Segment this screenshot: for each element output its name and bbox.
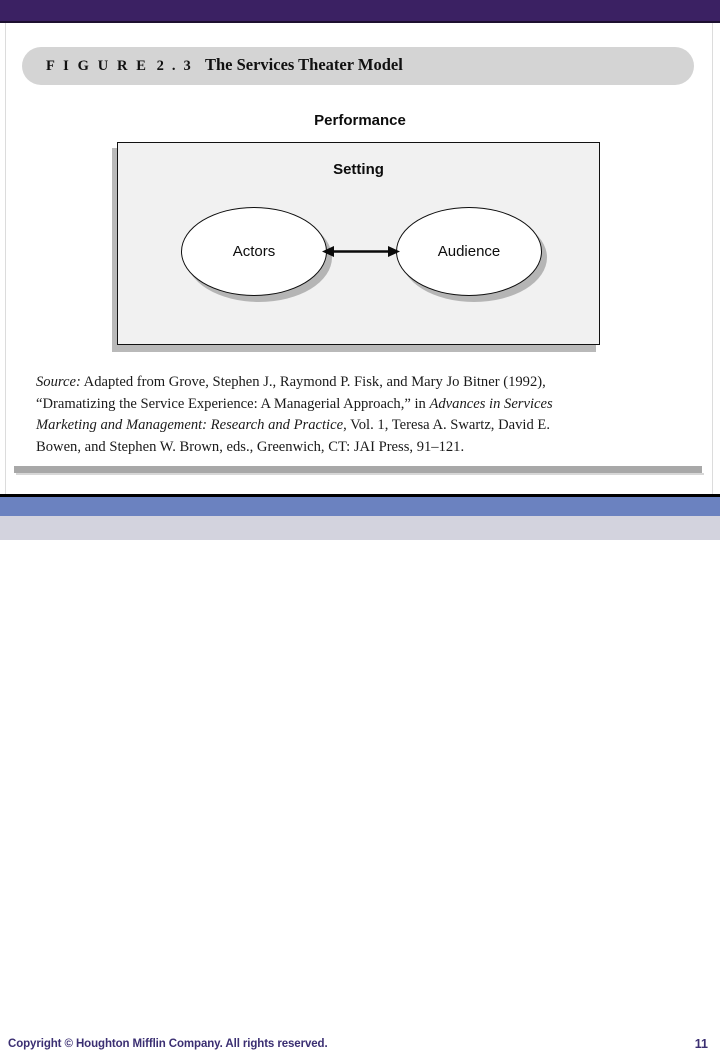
source-line-3-text: , Vol. 1, Teresa A. Swartz, David E. (343, 417, 550, 433)
source-line-2-text: “Dramatizing the Service Experience: A M… (36, 395, 430, 412)
figure-caption: F I G U R E 2 . 3 The Services Theater M… (46, 55, 403, 75)
source-line-1-text: Adapted from Grove, Stephen J., Raymond … (80, 374, 546, 390)
figure-caption-label: F I G U R E (46, 58, 149, 74)
footer-copyright: Copyright © Houghton Mifflin Company. Al… (8, 1038, 328, 1050)
source-citation: Source: Adapted from Grove, Stephen J., … (36, 372, 680, 458)
slide-top-banner (0, 0, 720, 21)
figure-bottom-rule-shadow (16, 473, 704, 475)
slide-top-banner-edge (0, 21, 720, 23)
figure-caption-pill (22, 47, 694, 85)
node-audience: Audience (396, 207, 547, 302)
page-rule-left (5, 23, 6, 495)
source-prefix: Source: (36, 374, 81, 390)
source-line-2: “Dramatizing the Service Experience: A M… (36, 394, 680, 416)
figure-bottom-rule (14, 466, 702, 473)
footer-divider (0, 494, 720, 497)
footer-page-number: 11 (694, 1037, 708, 1051)
double-headed-arrow-icon (322, 246, 400, 257)
source-line-3-italic: Marketing and Management: Research and P… (36, 417, 344, 433)
node-audience-ellipse: Audience (396, 207, 542, 296)
source-line-1: Source: Adapted from Grove, Stephen J., … (36, 372, 680, 394)
node-actors: Actors (181, 207, 332, 302)
node-actors-ellipse: Actors (181, 207, 327, 296)
source-line-3: Marketing and Management: Research and P… (36, 415, 680, 437)
source-line-4: Bowen, and Stephen W. Brown, eds., Green… (36, 438, 465, 455)
figure-caption-number: 2 . 3 (156, 58, 193, 74)
setting-label: Setting (333, 161, 384, 178)
figure-caption-title: The Services Theater Model (204, 55, 403, 74)
node-audience-label: Audience (437, 243, 501, 260)
footer-bar: Copyright © Houghton Mifflin Company. Al… (0, 516, 720, 1051)
source-line-2-italic: Advances in Services (429, 395, 553, 412)
footer-accent-band (0, 497, 720, 516)
page-rule-right (712, 23, 713, 495)
node-actors-label: Actors (232, 243, 276, 260)
performance-label: Performance (314, 112, 406, 129)
